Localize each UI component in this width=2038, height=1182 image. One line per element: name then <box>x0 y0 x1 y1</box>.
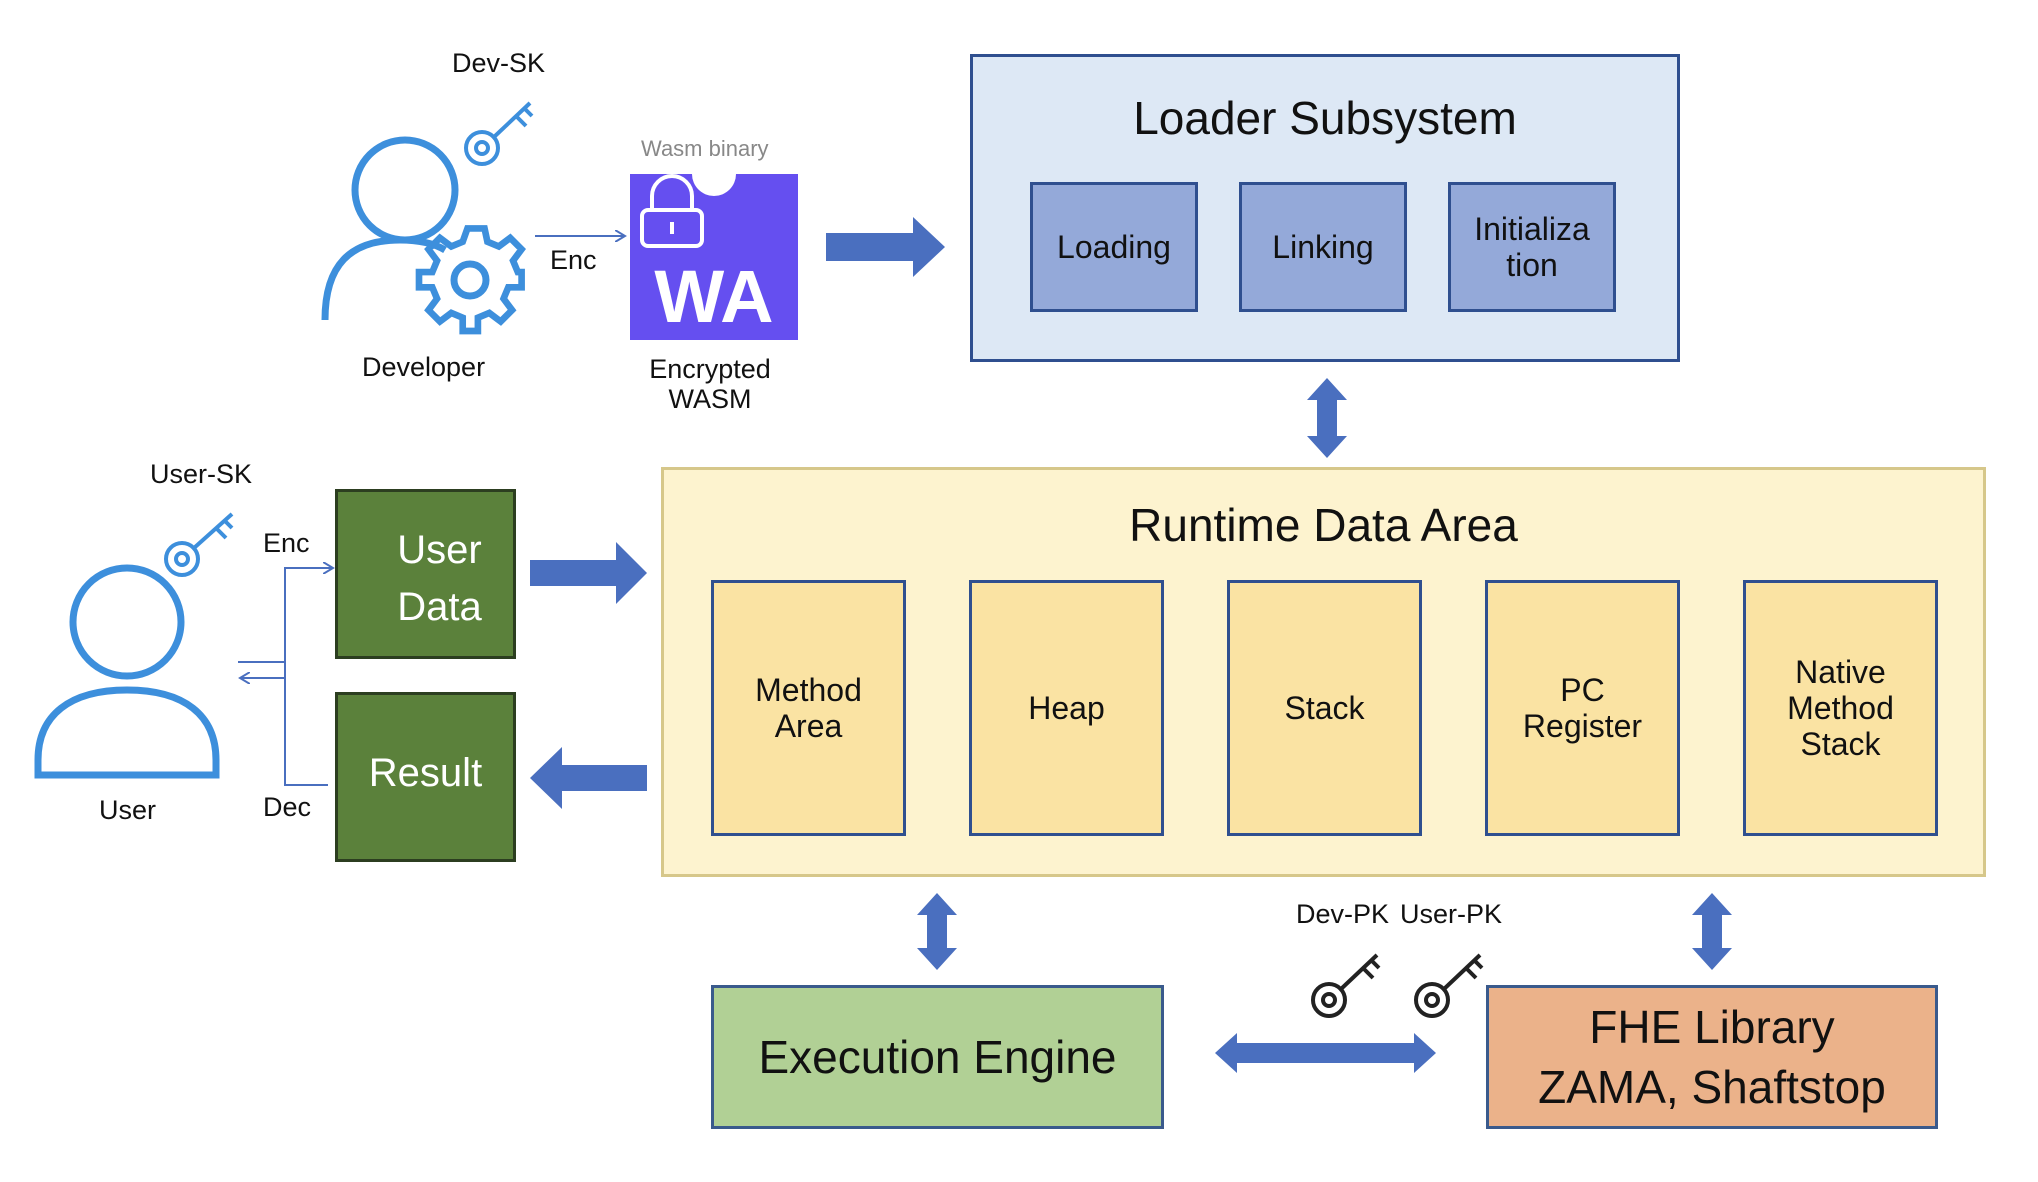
user-pk-key-icon <box>1414 953 1484 1018</box>
developer-icon <box>321 136 526 335</box>
loader-item-linking: Linking <box>1239 182 1407 312</box>
dev-enc-label: Enc <box>550 245 597 275</box>
encrypted-wasm-label: Encrypted WASM <box>649 354 771 414</box>
userdata-to-runtime-arrow <box>530 542 647 604</box>
wasm-to-loader-arrow <box>826 217 945 277</box>
user-pk-label: User-PK <box>1400 899 1503 929</box>
user-icon <box>34 564 220 779</box>
dev-sk-key-icon <box>464 101 534 166</box>
user-data-box: User Data <box>335 489 516 659</box>
user-sk-label: User-SK <box>150 459 253 489</box>
fhe-library-box: FHE Library ZAMA, Shaftstop <box>1486 985 1938 1129</box>
wasm-logo-icon <box>630 174 798 340</box>
runtime-engine-arrow <box>917 893 957 970</box>
runtime-item-pc-register: PC Register <box>1485 580 1680 836</box>
runtime-item-heap: Heap <box>969 580 1164 836</box>
loader-item-initialization: Initializa tion <box>1448 182 1616 312</box>
user-label: User <box>99 795 157 825</box>
runtime-item-method-area: Method Area <box>711 580 906 836</box>
loader-title: Loader Subsystem <box>1133 92 1517 144</box>
user-dec-label: Dec <box>263 792 312 822</box>
dev-sk-label: Dev-SK <box>452 48 546 78</box>
execution-engine-box: Execution Engine <box>711 985 1164 1129</box>
dev-pk-key-icon <box>1311 953 1381 1018</box>
dev-pk-label: Dev-PK <box>1296 899 1390 929</box>
user-enc-label: Enc <box>263 528 310 558</box>
runtime-item-native-method-stack: Native Method Stack <box>1743 580 1938 836</box>
user-connector-lines <box>238 568 333 786</box>
wasm-logo-text: WA <box>654 255 774 338</box>
user-data-text: User Data <box>397 528 482 629</box>
engine-fhe-arrow <box>1215 1033 1436 1073</box>
runtime-to-result-arrow <box>530 747 647 809</box>
user-sk-key-icon <box>164 512 234 577</box>
runtime-title: Runtime Data Area <box>1129 499 1518 551</box>
loader-item-loading: Loading <box>1030 182 1198 312</box>
result-box: Result <box>335 692 516 862</box>
runtime-fhe-arrow <box>1692 893 1732 970</box>
result-text: Result <box>368 751 483 795</box>
loader-runtime-arrow <box>1307 378 1347 458</box>
runtime-item-stack: Stack <box>1227 580 1422 836</box>
wasm-binary-caption: Wasm binary <box>641 136 769 161</box>
developer-label: Developer <box>362 352 486 382</box>
